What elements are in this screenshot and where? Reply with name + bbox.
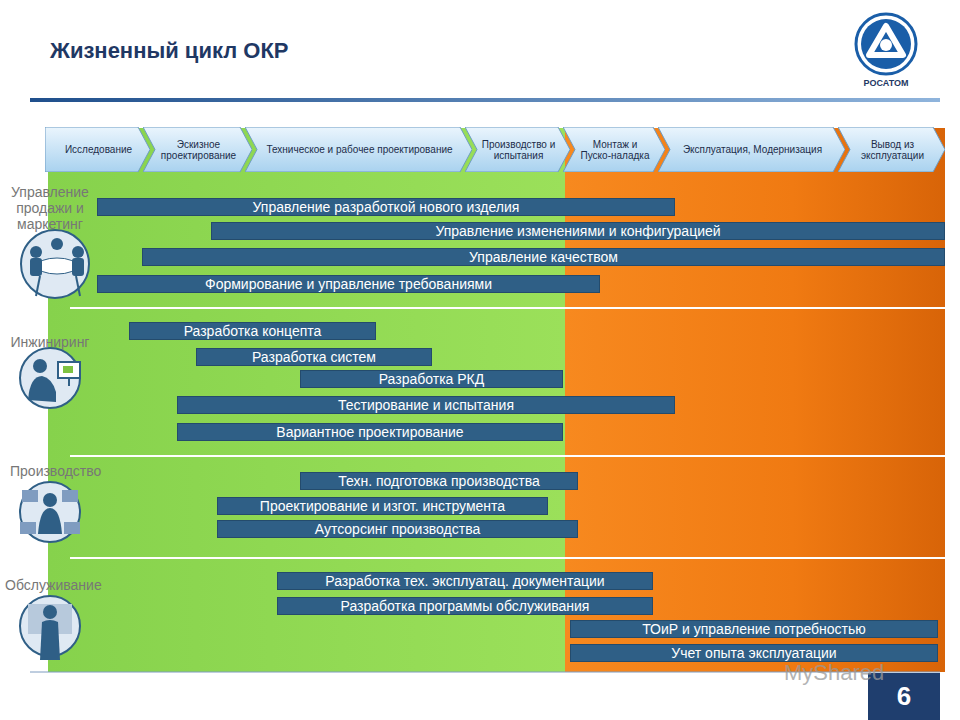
slide-title: Жизненный цикл ОКР (50, 38, 289, 64)
phase-chevron: Вывод из эксплуатации (838, 127, 945, 172)
activity-bar: Управление качеством (142, 248, 945, 266)
activity-bar: Разработка тех. эксплуатац. документации (277, 572, 653, 590)
sales-icon (21, 230, 89, 298)
activity-bar: Управление изменениями и конфигурацией (211, 222, 945, 240)
activity-label: ТОиР и управление потребностью (642, 621, 866, 637)
activity-bar: Разработка систем (196, 348, 432, 366)
rosatom-logo (856, 14, 916, 74)
group-separator (70, 455, 958, 457)
phase-label: Эскизное проектирование (159, 139, 238, 161)
phase-label: Эксплуатация, Модернизация (683, 144, 822, 155)
activity-label: Аутсорсинг производства (315, 521, 481, 537)
phase-chevron: Эксплуатация, Модернизация (658, 127, 845, 172)
phase-chevron: Эскизное проектирование (143, 127, 252, 172)
activity-label: Управление качеством (469, 249, 618, 265)
activity-bar: Разработка концепта (129, 322, 376, 340)
activity-bar: Разработка программы обслуживания (277, 597, 653, 615)
group-label: Производство (10, 463, 130, 479)
group-label: Управление продажи и маркетинг (0, 184, 100, 232)
watermark: MyShared (784, 660, 924, 685)
activity-label: Вариантное проектирование (276, 424, 463, 440)
activity-bar: Учет опыта эксплуатации (570, 644, 938, 662)
header-rule (30, 98, 940, 102)
group-separator (70, 307, 958, 309)
activity-bar: Формирование и управление требованиями (97, 275, 600, 293)
group-label: Инжиниринг (0, 334, 100, 350)
logo-text: РОСАТОМ (846, 78, 926, 88)
chevron-shape (143, 127, 252, 172)
chevron-shape (45, 127, 150, 172)
activity-label: Формирование и управление требованиями (205, 276, 492, 292)
activity-bar: Техн. подготовка производства (300, 472, 578, 490)
phase-chevron: Производство и испытания (465, 127, 570, 172)
activity-label: Управление изменениями и конфигурацией (435, 223, 720, 239)
phase-label: Производство и испытания (481, 139, 556, 161)
chevron-shape (838, 127, 945, 172)
production-icon (20, 482, 80, 542)
activity-bar: Вариантное проектирование (177, 423, 563, 441)
activity-label: Учет опыта эксплуатации (671, 645, 836, 661)
phase-chevron: Исследование (45, 127, 150, 172)
phase-label: Монтаж и Пуско-наладка (579, 139, 651, 161)
phase-label: Вывод из эксплуатации (854, 139, 931, 161)
chevron-shape (245, 127, 472, 172)
group-separator (70, 557, 958, 559)
activity-label: Проектирование и изгот. инструмента (260, 498, 505, 514)
activity-label: Техн. подготовка производства (338, 473, 540, 489)
phase-label: Исследование (65, 144, 132, 155)
activity-label: Разработка программы обслуживания (341, 598, 590, 614)
phase-chevron: Монтаж и Пуско-наладка (563, 127, 665, 172)
activity-bar: Управление разработкой нового изделия (97, 198, 675, 216)
activity-bar: Разработка РКД (300, 370, 563, 388)
group-label: Обслуживание (5, 577, 125, 593)
activity-label: Тестирование и испытания (338, 397, 514, 413)
chevron-shape (563, 127, 665, 172)
activity-bar: Проектирование и изгот. инструмента (217, 497, 548, 515)
page-number: 6 (897, 681, 911, 712)
service-icon (20, 596, 80, 660)
activity-label: Разработка концепта (184, 323, 322, 339)
activity-bar: Тестирование и испытания (177, 396, 675, 414)
activity-label: Разработка РКД (379, 371, 485, 387)
activity-bar: Аутсорсинг производства (217, 520, 578, 538)
phase-label: Техническое и рабочее проектирование (266, 144, 452, 155)
activity-label: Управление разработкой нового изделия (253, 199, 520, 215)
activity-bar: ТОиР и управление потребностью (570, 620, 938, 638)
activity-label: Разработка тех. эксплуатац. документации (325, 573, 604, 589)
activity-label: Разработка систем (252, 349, 376, 365)
phase-chevron: Техническое и рабочее проектирование (245, 127, 472, 172)
chevron-shape (658, 127, 845, 172)
chevron-shape (465, 127, 570, 172)
engineering-icon (20, 348, 80, 408)
